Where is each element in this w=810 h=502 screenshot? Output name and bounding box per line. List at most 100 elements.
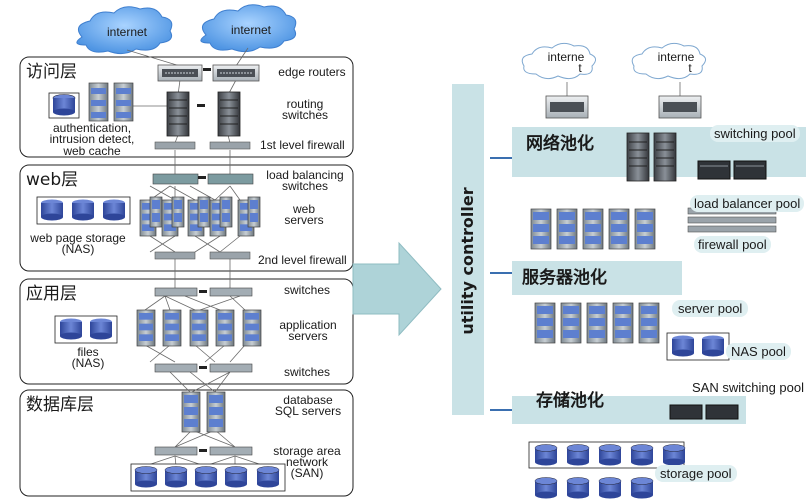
database-label: database — [283, 393, 333, 407]
switching-pool-chassis-1 — [626, 132, 650, 182]
utility-controller-bar — [452, 84, 484, 415]
router-link-marker — [203, 68, 211, 71]
app-server-3 — [189, 309, 209, 347]
san-switching-pool-label: SAN switching pool — [692, 380, 804, 395]
app-switches-bottom-label: switches — [283, 365, 330, 379]
storage-disk-r2-3 — [598, 477, 622, 499]
db-layer-box — [19, 389, 354, 497]
storage-disk-r2-2 — [566, 477, 590, 499]
storage-pool-title: 存储池化 — [536, 391, 604, 411]
network-pool-title: 网络池化 — [526, 134, 594, 154]
app-server-group — [136, 309, 262, 347]
access-storage-group — [48, 82, 134, 122]
network-links-left — [126, 47, 266, 467]
edge-routers-label: edge routers — [278, 65, 346, 79]
san-disk-group — [134, 466, 280, 488]
pool-server-top-4 — [608, 208, 630, 250]
right-cloud-links — [566, 82, 681, 96]
web-server-back-1 — [149, 196, 163, 228]
storage-pool-label: storage pool — [655, 465, 737, 482]
db-server-group — [181, 391, 226, 433]
pool-server-bottom-4 — [612, 302, 634, 344]
storage-disk-r1-5 — [662, 444, 686, 466]
lb-switch-2 — [207, 173, 254, 185]
web-layer-box — [19, 164, 354, 272]
firewall-2b — [209, 251, 251, 260]
storage-disk-r1-3 — [598, 444, 622, 466]
app-server-1 — [136, 309, 156, 347]
storage-disk-r2-1 — [534, 477, 558, 499]
san-label: (SAN) — [290, 466, 324, 480]
app-server-2 — [162, 309, 182, 347]
server-pool-rack-top — [530, 208, 656, 250]
internet-label-right-2a: interne — [657, 50, 695, 64]
internet-label-right-2b: t — [688, 61, 692, 75]
files-label: files — [77, 345, 99, 359]
web-storage-text-1: web page storage — [30, 231, 126, 245]
switch-link-marker — [197, 104, 205, 107]
san-switching-devices — [669, 404, 739, 420]
storage-disk-r2-4 — [630, 477, 654, 499]
pool-server-top-5 — [634, 208, 656, 250]
san-disk-3 — [194, 466, 218, 488]
app-switch-top-2 — [209, 287, 253, 297]
pool-server-top-1 — [530, 208, 552, 250]
access-layer-box — [19, 56, 354, 158]
server-pool-label: server pool — [672, 300, 749, 317]
web-layer-title: web层 — [26, 170, 79, 190]
app-server-4 — [215, 309, 235, 347]
network-label: network — [285, 455, 329, 469]
storage-disk-r1-2 — [566, 444, 590, 466]
firewall-pool-label: firewall pool — [694, 236, 771, 253]
edge-router-1 — [157, 64, 203, 82]
pool-server-bottom-1 — [534, 302, 556, 344]
routing-label: routing — [286, 97, 324, 111]
san-disk-4 — [224, 466, 248, 488]
web-storage-text-2: (NAS) — [61, 242, 95, 256]
application-label: application — [279, 318, 337, 332]
storage-area-label: storage area — [273, 444, 341, 458]
app-switches-top-label: switches — [283, 283, 330, 297]
server-pool-title: 服务器池化 — [522, 268, 607, 288]
san-switch-1 — [154, 446, 198, 456]
app-switch-bottom-1 — [154, 363, 198, 373]
app-server-5 — [242, 309, 262, 347]
app-layer-box — [19, 278, 354, 385]
lb-link-marker — [198, 176, 206, 179]
second-level-firewall-label: 2nd level firewall — [258, 253, 347, 267]
pool-server-bottom-5 — [638, 302, 660, 344]
lb-switch-1 — [152, 173, 199, 185]
sql-servers-label: SQL servers — [274, 404, 342, 418]
san-link-marker — [199, 449, 207, 452]
web-server-group — [139, 196, 261, 237]
san-switch-2 — [209, 446, 253, 456]
web-storage-group — [36, 196, 131, 225]
server-pool-rack-bottom — [534, 302, 660, 344]
app-servers-label: servers — [288, 329, 328, 343]
access-layer-title: 访问层 — [26, 62, 77, 82]
web-server-back-2 — [171, 196, 185, 228]
utility-controller-label: utility controller — [458, 187, 477, 335]
edge-router-2 — [212, 64, 260, 82]
edge-router-right-2 — [658, 95, 702, 119]
internet-label-left-2: internet — [230, 23, 272, 37]
app-switch-top-1 — [154, 287, 198, 297]
firewall-1b — [209, 141, 251, 150]
routing-switch-2 — [217, 91, 241, 137]
server-pool-band — [512, 261, 682, 295]
nas-pool-label: NAS pool — [726, 343, 791, 360]
storage-pool-disk-grid — [528, 441, 686, 499]
nas-pool-storage — [666, 332, 730, 361]
internet-label-right-1b: t — [578, 61, 582, 75]
app-storage-group — [54, 315, 118, 344]
internet-label-left-1: internet — [106, 25, 148, 39]
storage-disk-r1-4 — [630, 444, 654, 466]
load-balancing-label: load balancing — [266, 168, 344, 182]
controller-connectors — [490, 157, 512, 411]
access-storage-text-1: authentication, — [52, 121, 132, 135]
internet-cloud-right-1 — [521, 42, 596, 80]
transform-arrow — [352, 241, 442, 337]
app-layer-title: 应用层 — [26, 284, 77, 304]
db-layer-title: 数据库层 — [26, 395, 94, 415]
switches-label-access: switches — [281, 108, 328, 122]
